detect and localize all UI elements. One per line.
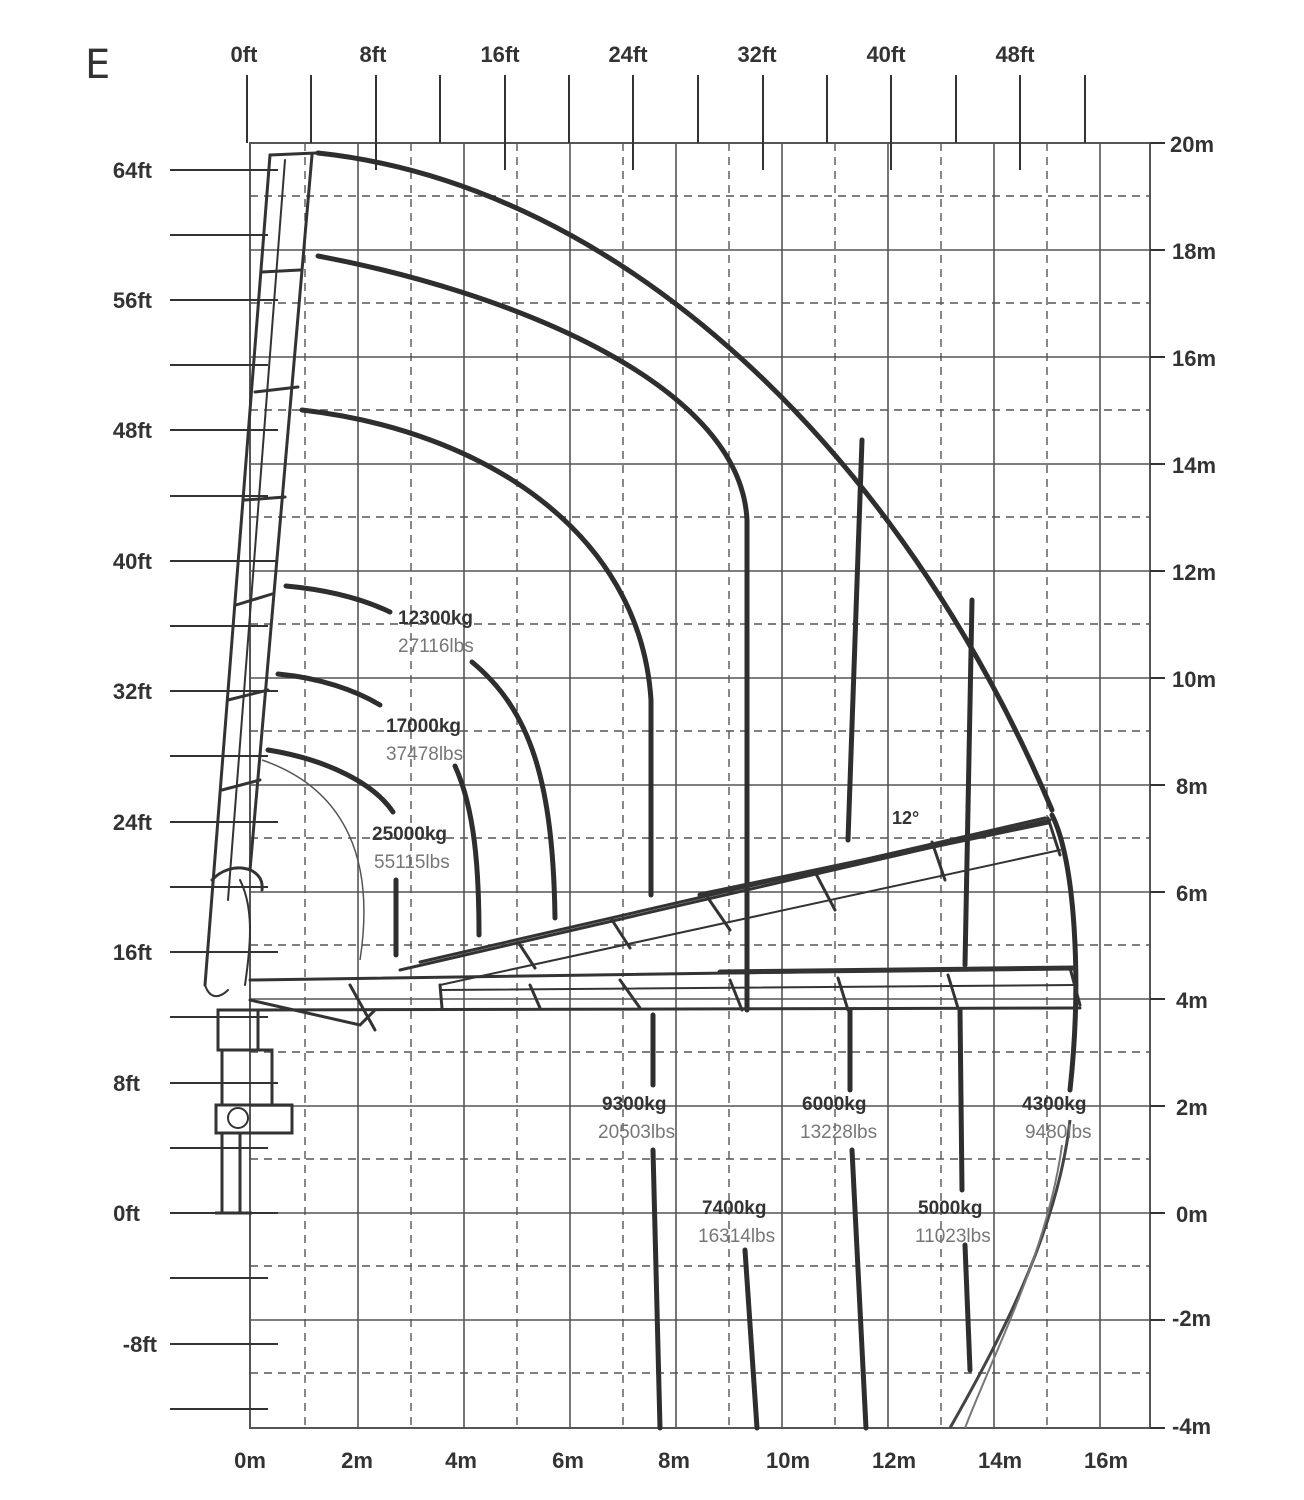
capacity-kg-label: 7400kg — [702, 1198, 766, 1219]
right-m-label: 0m — [1176, 1202, 1208, 1227]
top-ft-label: 24ft — [608, 42, 648, 67]
capacity-kg-label: 12300kg — [398, 608, 473, 629]
curve-9300kg — [299, 407, 654, 898]
top-ft-label: 0ft — [231, 42, 259, 67]
chart-grid — [249, 142, 1151, 1429]
bottom-m-label: 14m — [978, 1448, 1022, 1473]
right-m-label: 6m — [1176, 881, 1208, 906]
right-m-label: 16m — [1172, 346, 1216, 371]
below-ground-envelope-inner — [964, 1144, 1063, 1429]
bottom-m-label: 0m — [234, 1448, 266, 1473]
right-m-label: -4m — [1172, 1414, 1211, 1439]
left-ft-label: 32ft — [113, 679, 153, 704]
max-reach-envelope — [315, 150, 1055, 813]
capacity-lbs-label: 37478lbs — [386, 744, 463, 765]
left-ft-label: 48ft — [113, 418, 153, 443]
lower-reach-envelope — [1049, 812, 1079, 1093]
curve-5000kg-lower — [957, 1007, 965, 1193]
left-ft-label: 24ft — [113, 810, 153, 835]
capacity-kg-label: 17000kg — [386, 716, 461, 737]
curve-7400kg-lower — [742, 1247, 760, 1431]
bottom-m-label: 2m — [341, 1448, 373, 1473]
top-ft-label: 32ft — [737, 42, 777, 67]
capacity-lbs-label: 11023lbs — [915, 1226, 991, 1247]
top-ft-label: 40ft — [866, 42, 906, 67]
right-axis-labels: 20m 18m 16m 14m 12m 10m 8m 6m 4m 2m 0m -… — [1170, 132, 1216, 1439]
right-m-label: 14m — [1172, 453, 1216, 478]
capacity-kg-label: 9300kg — [602, 1094, 666, 1115]
curve-25000kg — [265, 747, 396, 815]
right-m-label: -2m — [1172, 1306, 1211, 1331]
left-ft-label: 0ft — [113, 1201, 141, 1226]
curve-6000kg — [845, 437, 865, 843]
figure-letter: E — [85, 42, 110, 88]
capacity-lbs-label: 13228lbs — [800, 1122, 877, 1143]
capacity-labels: 12300kg 27116lbs 17000kg 37478lbs 25000k… — [372, 608, 1092, 1247]
capacity-kg-label: 25000kg — [372, 824, 447, 845]
bottom-m-label: 10m — [766, 1448, 810, 1473]
curve-5000kg — [962, 597, 975, 968]
left-axis-labels: 64ft 56ft 48ft 40ft 32ft 24ft 16ft 8ft 0… — [113, 158, 158, 1357]
top-ft-ticks — [246, 75, 1086, 170]
left-ft-label: 40ft — [113, 549, 153, 574]
curve-6000kg-bottom — [849, 1147, 869, 1431]
curve-17000kg — [275, 671, 383, 708]
capacity-curves — [265, 253, 975, 1431]
capacity-kg-label: 5000kg — [918, 1198, 982, 1219]
capacity-lbs-label: 16314lbs — [698, 1226, 775, 1247]
left-ft-label: -8ft — [123, 1332, 158, 1357]
capacity-lbs-label: 9480lbs — [1025, 1122, 1092, 1143]
bottom-m-label: 4m — [445, 1448, 477, 1473]
bottom-m-label: 12m — [872, 1448, 916, 1473]
left-ft-label: 8ft — [113, 1071, 141, 1096]
curve-5000kg-bottom — [962, 1242, 973, 1373]
right-m-ticks — [1150, 142, 1165, 1429]
curve-7400kg — [315, 253, 750, 1013]
capacity-kg-label: 4300kg — [1022, 1094, 1086, 1115]
right-m-label: 2m — [1176, 1095, 1208, 1120]
capacity-lbs-label: 55115lbs — [374, 852, 450, 873]
left-ft-label: 56ft — [113, 288, 153, 313]
top-ft-label: 8ft — [360, 42, 388, 67]
right-m-label: 18m — [1172, 239, 1216, 264]
crane-boom-vertical — [203, 151, 318, 998]
bottom-m-label: 6m — [552, 1448, 584, 1473]
left-ft-label: 16ft — [113, 940, 153, 965]
crane-base — [214, 1008, 294, 1215]
right-m-label: 12m — [1172, 560, 1216, 585]
right-m-label: 10m — [1172, 667, 1216, 692]
bottom-m-label: 16m — [1084, 1448, 1128, 1473]
top-ft-label: 16ft — [480, 42, 520, 67]
capacity-kg-label: 6000kg — [802, 1094, 866, 1115]
right-m-label: 8m — [1176, 774, 1208, 799]
bottom-m-label: 8m — [658, 1448, 690, 1473]
capacity-lbs-label: 27116lbs — [398, 636, 474, 657]
capacity-lbs-label: 20503lbs — [598, 1122, 675, 1143]
top-ft-label: 48ft — [995, 42, 1035, 67]
top-axis-labels: 0ft 8ft 16ft 24ft 32ft 40ft 48ft — [231, 42, 1036, 67]
curve-12300kg — [283, 583, 393, 615]
boom-angle-label: 12° — [892, 808, 919, 828]
curve-17000kg-tail — [452, 763, 482, 938]
right-m-label: 4m — [1176, 988, 1208, 1013]
right-m-label: 20m — [1170, 132, 1214, 157]
curve-9300kg-bottom — [650, 1147, 663, 1431]
crane-boom-inclined — [398, 816, 1062, 986]
bottom-axis-labels: 0m 2m 4m 6m 8m 10m 12m 14m 16m — [234, 1448, 1128, 1473]
left-ft-label: 64ft — [113, 158, 153, 183]
crane-boom-horizontal — [248, 965, 1082, 1032]
inner-slew-arc — [261, 759, 365, 961]
curve-12300kg-tail — [469, 659, 558, 921]
